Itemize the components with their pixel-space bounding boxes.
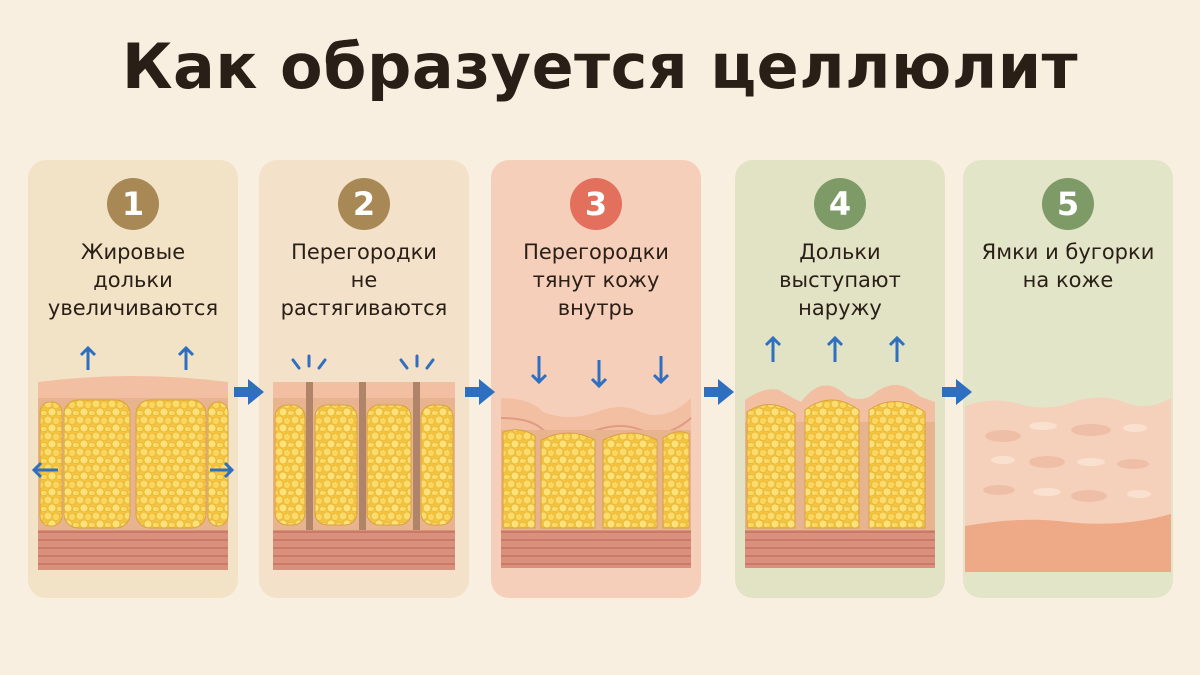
illustration-skin-pulled-inward — [500, 356, 692, 568]
illustration-lobules-bulge-out — [745, 335, 935, 568]
step-card-5: 5 Ямки и бугорки на коже — [963, 160, 1173, 598]
arrow-right-icon — [234, 379, 264, 405]
arrow-right-icon — [465, 379, 495, 405]
arrow-right-icon — [210, 461, 235, 479]
arrow-left-icon — [31, 461, 58, 479]
illustration-dimpled-skin-surface — [965, 397, 1171, 572]
illustration-rigid-septa — [273, 354, 455, 570]
illustration-enlarging-lobules — [31, 345, 235, 570]
step-card-2: 2 Перегородки не растягиваются — [259, 160, 469, 598]
stretch-lines-icon — [291, 354, 435, 370]
arrow-up-icon — [79, 345, 195, 370]
arrow-right-icon — [942, 379, 972, 405]
step-card-1: 1 Жировые дольки увеличиваются — [28, 160, 238, 598]
arrow-right-icon — [704, 379, 734, 405]
step-card-3: 3 Перегородки тянут кожу внутрь — [491, 160, 701, 598]
arrow-up-icon — [764, 335, 906, 362]
step-card-4: 4 Дольки выступают наружу — [735, 160, 945, 598]
step-caption: Дольки выступают наружу — [779, 240, 901, 320]
step-number-badge: 4 — [814, 178, 866, 230]
step-number-badge: 1 — [107, 178, 159, 230]
step-number-badge: 5 — [1042, 178, 1094, 230]
step-number-badge: 2 — [338, 178, 390, 230]
step-caption: Перегородки не растягиваются — [280, 240, 448, 320]
step-caption: Ямки и бугорки на коже — [981, 240, 1155, 292]
arrow-down-icon — [530, 356, 670, 389]
step-caption: Жировые дольки увеличиваются — [47, 240, 219, 320]
step-caption: Перегородки тянут кожу внутрь — [523, 240, 669, 320]
step-number-badge: 3 — [570, 178, 622, 230]
page-title: Как образуется целлюлит — [121, 30, 1079, 103]
